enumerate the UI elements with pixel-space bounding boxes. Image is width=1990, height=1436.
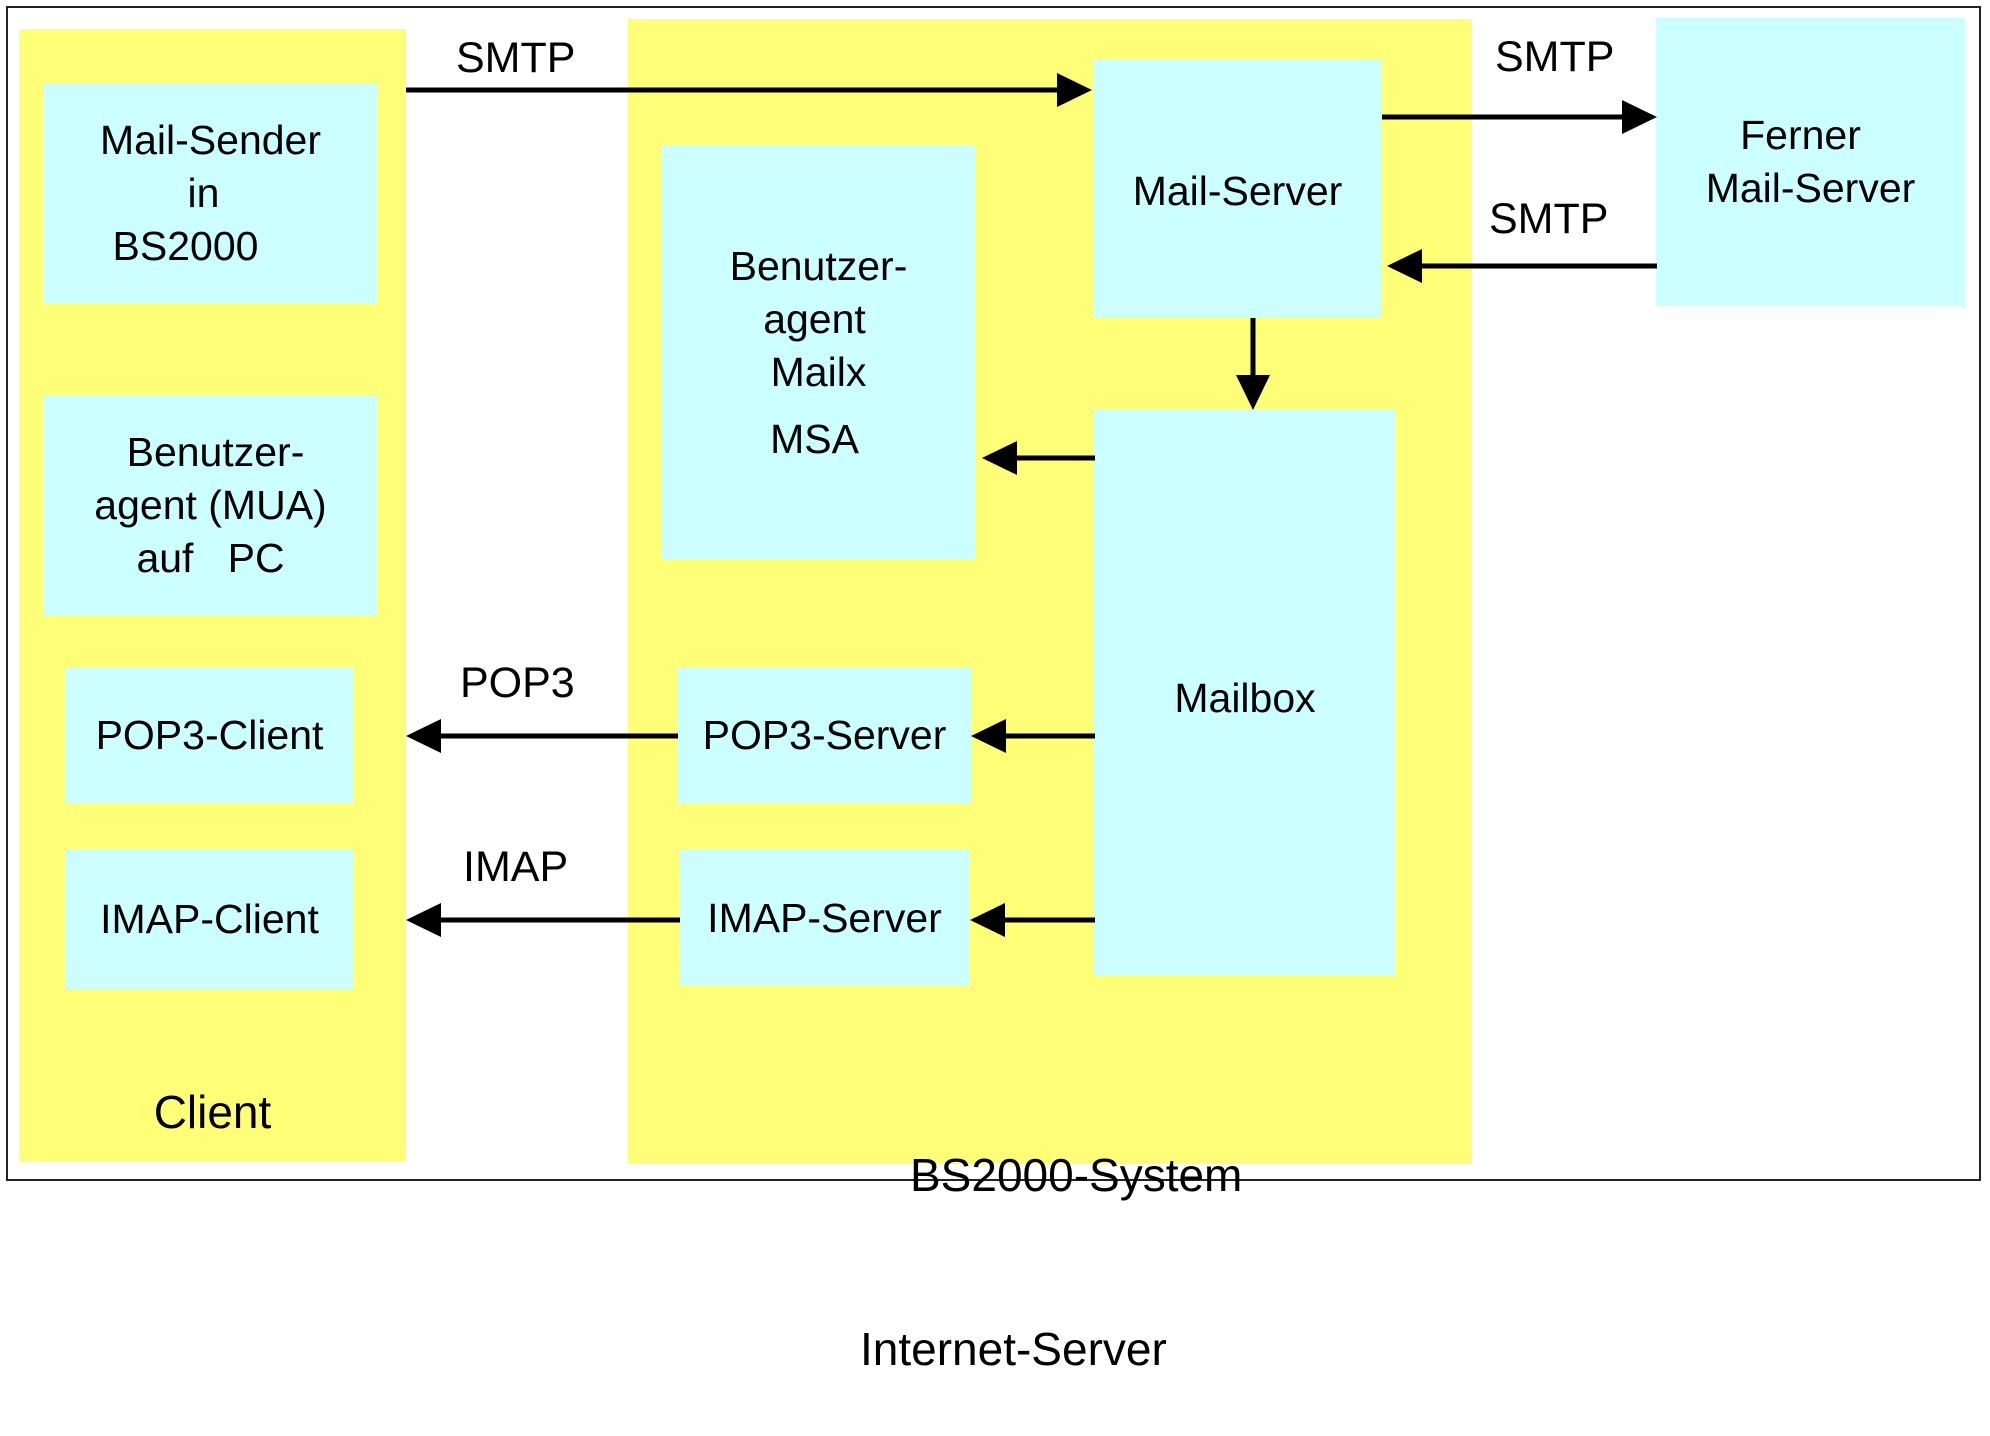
imap-server-label: IMAP-Server bbox=[707, 894, 942, 941]
mail-sender-line-2: in bbox=[187, 170, 220, 216]
mua-line-1: Benutzer- bbox=[126, 429, 305, 475]
pop3-server-label: POP3-Server bbox=[702, 712, 947, 758]
remote-box-corner-tab bbox=[1950, 296, 1965, 310]
smtp-client-label: SMTP bbox=[456, 34, 576, 82]
server-title-line-1: BS2000-System bbox=[910, 1149, 1243, 1201]
mail-server-box[interactable]: Mail-Server bbox=[1093, 60, 1382, 318]
diagram-frame bbox=[6, 6, 1981, 1181]
server-title-line-2: Internet-Server bbox=[860, 1323, 1167, 1375]
server-panel-title: BS2000-System Internet-Server bbox=[860, 1030, 1320, 1436]
mail-sender-line-3: BS2000 bbox=[112, 223, 259, 269]
mail-sender-box[interactable]: Mail-Sender in BS2000 bbox=[44, 84, 377, 303]
mailx-line-1: Benutzer- bbox=[729, 243, 908, 289]
pop3-client-box[interactable]: POP3-Client bbox=[65, 668, 354, 803]
mailbox-label: Mailbox bbox=[1174, 675, 1316, 721]
imap-server-box[interactable]: IMAP-Server bbox=[679, 850, 970, 986]
mail-sender-line-1: Mail-Sender bbox=[99, 117, 322, 163]
mailbox-box[interactable]: Mailbox bbox=[1094, 410, 1396, 975]
imap-label: IMAP bbox=[463, 843, 569, 891]
remote-line-1: Ferner bbox=[1740, 112, 1861, 158]
remote-line-2: Mail-Server bbox=[1705, 165, 1916, 211]
mailx-line-3: Mailx bbox=[770, 349, 867, 395]
pop3-label: POP3 bbox=[460, 659, 575, 707]
mail-server-label: Mail-Server bbox=[1132, 168, 1343, 214]
mailx-line-2: agent bbox=[763, 296, 866, 342]
client-panel-title: Client bbox=[153, 1086, 272, 1138]
imap-client-box[interactable]: IMAP-Client bbox=[65, 849, 354, 989]
smtp-in-label: SMTP bbox=[1489, 195, 1609, 243]
imap-client-label: IMAP-Client bbox=[100, 895, 319, 942]
mailx-msa-box[interactable]: Benutzer- agent Mailx MSA bbox=[662, 145, 975, 560]
pop3-server-box[interactable]: POP3-Server bbox=[678, 668, 971, 803]
mua-line-3: auf PC bbox=[136, 535, 285, 581]
remote-mail-server-box[interactable]: Ferner Mail-Server bbox=[1656, 18, 1965, 306]
smtp-out-label: SMTP bbox=[1495, 33, 1615, 81]
pop3-client-label: POP3-Client bbox=[95, 712, 324, 758]
mua-pc-box[interactable]: Benutzer- agent (MUA) auf PC bbox=[44, 395, 377, 616]
mua-line-2: agent (MUA) bbox=[94, 482, 327, 528]
mailx-line-4: MSA bbox=[770, 416, 859, 462]
